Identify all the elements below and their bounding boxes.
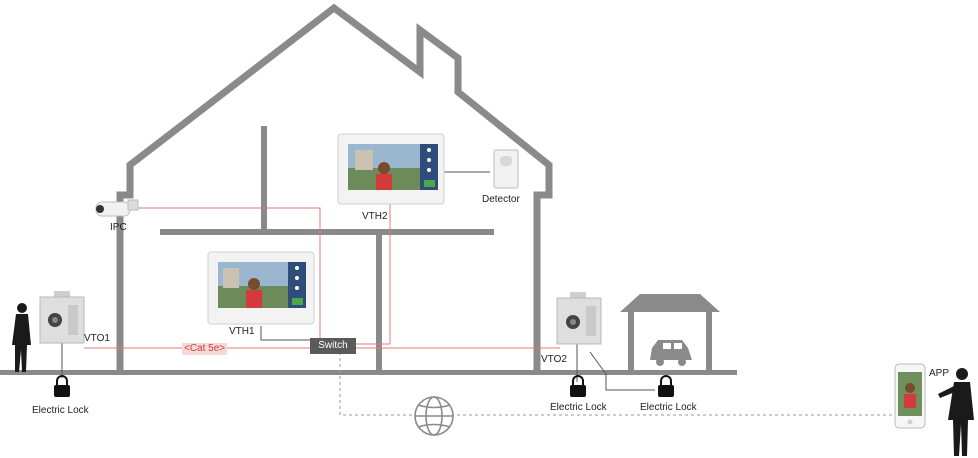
smartphone-app: [894, 363, 926, 429]
cat5e-cable: [84, 200, 560, 349]
ipc-label: IPC: [110, 222, 127, 233]
visitor-silhouette: [12, 303, 31, 372]
garage: [620, 294, 720, 372]
detector-label: Detector: [482, 194, 520, 205]
vto1-outdoor-station: [39, 291, 85, 344]
interior-walls: [160, 126, 494, 372]
ipc-camera-icon: [95, 199, 139, 217]
detector-sensor: [493, 149, 519, 189]
network-dashed-line: [339, 352, 895, 416]
network-switch: Switch: [310, 338, 356, 354]
electric-lock-label-1: Electric Lock: [32, 405, 89, 416]
vto1-label: VTO1: [84, 333, 110, 344]
lock-icon: [54, 375, 70, 397]
ground-line: [0, 370, 737, 375]
car-icon: [650, 340, 692, 366]
vth1-monitor: [207, 251, 315, 325]
vth2-monitor: [337, 133, 445, 205]
vto2-label: VTO2: [541, 354, 567, 365]
vth1-label: VTH1: [229, 326, 255, 337]
lock-icon: [658, 375, 674, 397]
vto2-outdoor-station: [556, 292, 602, 345]
electric-lock-label-2: Electric Lock: [550, 402, 607, 413]
vth2-label: VTH2: [362, 211, 388, 222]
electric-lock-label-3: Electric Lock: [640, 402, 697, 413]
lock-icon: [570, 375, 586, 397]
user-silhouette: [938, 368, 974, 456]
cable-type-label: <Cat 5e>: [182, 343, 228, 355]
globe-icon: [414, 396, 454, 436]
house-outline: [116, 3, 553, 370]
app-label: APP: [929, 368, 950, 379]
control-wires: [61, 171, 655, 391]
